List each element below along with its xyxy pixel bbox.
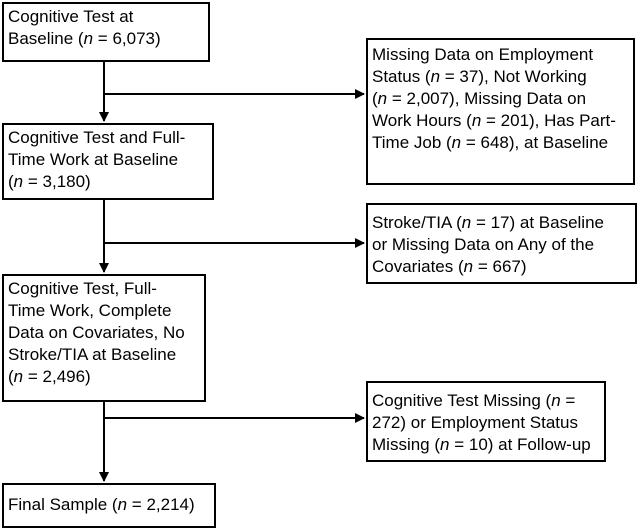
box-text-line: Time Job (n = 648), at Baseline (372, 132, 629, 154)
box-text-line: Work Hours (n = 201), Has Part- (372, 110, 629, 132)
box-text-line: Cognitive Test, Full- (8, 278, 200, 300)
box-complete-data: Cognitive Test, Full- Time Work, Complete… (2, 274, 206, 402)
box-text-line: Covariates (n = 667) (372, 256, 631, 278)
box-text-line: Time Work at Baseline (8, 149, 208, 171)
text-segment: Stroke/TIA at Baseline (8, 345, 177, 364)
box-text-line: Missing (n = 10) at Follow-up (372, 434, 600, 456)
text-segment: ( (372, 89, 378, 108)
box-text-line: Stroke/TIA (n = 17) at Baseline (372, 212, 631, 234)
box-text-line: (n = 2,007), Missing Data on (372, 88, 629, 110)
italic-n: n (463, 257, 474, 276)
text-segment: = (560, 391, 576, 410)
text-segment: Data on Covariates, No (8, 323, 185, 342)
text-segment: Cognitive Test Missing ( (372, 391, 552, 410)
italic-n: n (377, 89, 388, 108)
box-text-line: (n = 2,496) (8, 366, 200, 388)
text-segment: Final Sample ( (8, 495, 118, 514)
text-segment: Missing ( (372, 435, 441, 454)
box-text-line: Time Work, Complete (8, 300, 200, 322)
box-text-line: (n = 3,180) (8, 171, 208, 193)
box-text-line: Cognitive Test Missing (n = (372, 390, 600, 412)
italic-n: n (461, 213, 472, 232)
text-segment: Cognitive Test, Full- (8, 279, 157, 298)
box-exclusion-followup: Cognitive Test Missing (n =272) or Emplo… (366, 381, 606, 462)
italic-n: n (13, 172, 24, 191)
italic-n: n (13, 367, 24, 386)
italic-n: n (83, 29, 94, 48)
text-segment: Missing Data on Employment (372, 45, 594, 64)
text-segment: = 667) (473, 257, 527, 276)
text-segment: = 2,496) (23, 367, 91, 386)
text-segment: Work Hours ( (372, 111, 472, 130)
text-segment: = 2,214) (127, 495, 195, 514)
box-text-line: Data on Covariates, No (8, 322, 200, 344)
box-text-line: 272) or Employment Status (372, 412, 600, 434)
text-segment: Baseline ( (8, 29, 84, 48)
text-segment: = 17) at Baseline (471, 213, 604, 232)
italic-n: n (451, 133, 462, 152)
text-segment: Cognitive Test at (8, 7, 134, 26)
italic-n: n (440, 435, 450, 454)
box-final-sample: Final Sample (n = 2,214) (2, 483, 216, 528)
text-segment: or Missing Data on Any of the (372, 235, 595, 254)
box-fulltime-work: Cognitive Test and Full- Time Work at Bas… (2, 123, 214, 200)
box-text-line: Missing Data on Employment (372, 44, 629, 66)
text-segment: = 3,180) (23, 172, 91, 191)
box-text-line: Cognitive Test and Full- (8, 127, 208, 149)
text-segment: = 648), at Baseline (461, 133, 609, 152)
text-segment: = 2,007), Missing Data on (387, 89, 587, 108)
box-baseline: Cognitive Test at Baseline (n = 6,073) (2, 2, 210, 62)
text-segment: = 37), Not Working (440, 67, 587, 86)
text-segment: Cognitive Test and Full- (8, 128, 186, 147)
box-text-line: Status (n = 37), Not Working (372, 66, 629, 88)
box-text-line: Baseline (n = 6,073) (8, 28, 204, 50)
italic-n: n (471, 111, 482, 130)
text-segment: Covariates ( (372, 257, 464, 276)
italic-n: n (551, 391, 561, 410)
text-segment: Time Work at Baseline (8, 150, 179, 169)
text-segment: ( (8, 367, 14, 386)
text-segment: Time Job ( (372, 133, 452, 152)
text-segment: ( (8, 172, 14, 191)
box-text-line: Cognitive Test at (8, 6, 204, 28)
italic-n: n (117, 495, 128, 514)
text-segment: = 6,073) (93, 29, 161, 48)
box-text-line: Final Sample (n = 2,214) (8, 494, 210, 516)
text-segment: Time Work, Complete (8, 301, 172, 320)
text-segment: = 10) at Follow-up (449, 435, 591, 454)
box-text-line: Stroke/TIA at Baseline (8, 344, 200, 366)
text-segment: = 201), Has Part- (481, 111, 616, 130)
text-segment: Status ( (372, 67, 431, 86)
italic-n: n (430, 67, 441, 86)
text-segment: Stroke/TIA ( (372, 213, 462, 232)
box-text-line: or Missing Data on Any of the (372, 234, 631, 256)
text-segment: 272) or Employment Status (372, 413, 578, 432)
